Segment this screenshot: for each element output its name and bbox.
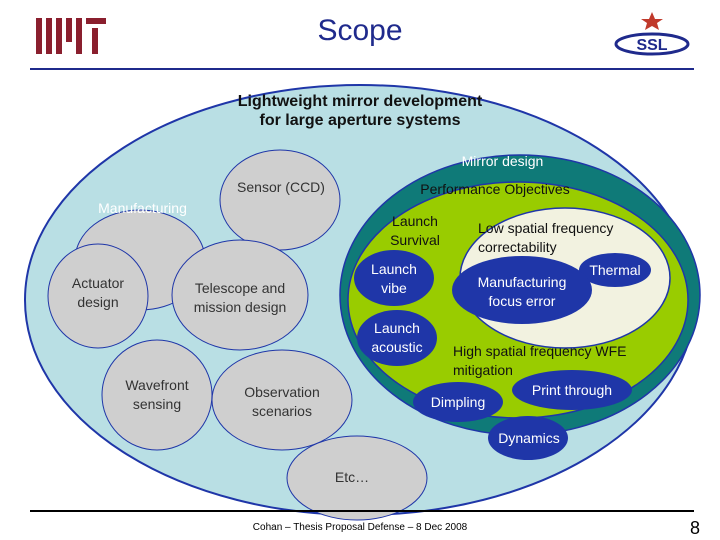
actuator-ellipse [47,243,149,349]
thermal-ellipse [579,253,651,287]
manufacturing-label: Manufacturing [98,200,187,216]
launch-acoustic-line-2: acoustic [371,339,423,355]
telescope-ellipse [171,239,309,351]
sensor-label: Sensor (CCD) [237,179,325,195]
low-spatial-line-1: Low spatial frequency [478,220,614,236]
mirror-design-label: Mirror design [461,153,544,169]
launch-survival-line-2: Survival [390,232,440,248]
slide-title: Scope [317,14,403,47]
ssl-logo: SSL [612,10,692,63]
ssl-logo-text: SSL [636,37,667,54]
page-number: 8 [690,518,701,538]
telescope-line-2: mission design [193,299,287,315]
scope-title: Lightweight mirror development for large… [200,92,520,130]
launch-survival-label: Launch Survival [375,212,455,250]
observation-ellipse [211,349,353,451]
etc-ellipse [286,435,428,521]
performance-objectives-label: Performance Objectives [420,181,570,197]
telescope-label: Telescope and mission design [180,279,300,317]
scope-title-line-2: for large aperture systems [259,112,461,129]
manufacturing-focus-line-2: focus error [488,293,556,309]
actuator-label: Actuator design [58,274,138,312]
wavefront-label: Wavefront sensing [107,376,207,414]
telescope-line-1: Telescope and [194,280,286,296]
thermal-label: Thermal [589,262,641,278]
observation-line-1: Observation [244,384,320,400]
high-spatial-line-1: High spatial frequency WFE [453,343,627,359]
launch-vibe-label: Launch vibe [357,260,431,298]
dimpling-label: Dimpling [430,394,486,410]
scope-title-line-1: Lightweight mirror development [237,93,483,110]
launch-acoustic-label: Launch acoustic [360,319,434,357]
launch-vibe-line-1: Launch [371,261,417,277]
mit-logo [36,18,106,59]
launch-survival-line-1: Launch [392,213,438,229]
low-spatial-label: Low spatial frequency correctability [478,219,648,257]
dimpling-ellipse [413,382,503,422]
low-spatial-line-2: correctability [478,239,557,255]
actuator-line-1: Actuator [71,275,125,291]
launch-vibe-ellipse [354,250,434,306]
high-spatial-line-2: mitigation [453,362,513,378]
wavefront-line-2: sensing [132,396,182,412]
launch-acoustic-ellipse [357,310,437,366]
etc-label: Etc… [334,469,370,485]
observation-line-2: scenarios [252,403,312,419]
actuator-line-2: design [77,294,119,310]
manufacturing-focus-ellipse [452,256,592,324]
dynamics-ellipse [488,416,568,460]
footer-rule [30,510,694,512]
launch-vibe-line-2: vibe [381,280,407,296]
observation-label: Observation scenarios [227,383,337,421]
print-through-label: Print through [531,382,613,398]
sensor-ellipse [219,149,341,251]
high-spatial-label: High spatial frequency WFE mitigation [453,342,663,380]
wavefront-line-1: Wavefront [125,377,189,393]
print-through-ellipse [512,370,632,410]
launch-acoustic-line-1: Launch [374,320,420,336]
footer-text: Cohan – Thesis Proposal Defense – 8 Dec … [252,522,468,533]
header-rule [30,68,694,70]
dynamics-label: Dynamics [498,430,560,446]
manufacturing-focus-label: Manufacturing focus error [467,273,577,311]
manufacturing-focus-line-1: Manufacturing [477,274,567,290]
